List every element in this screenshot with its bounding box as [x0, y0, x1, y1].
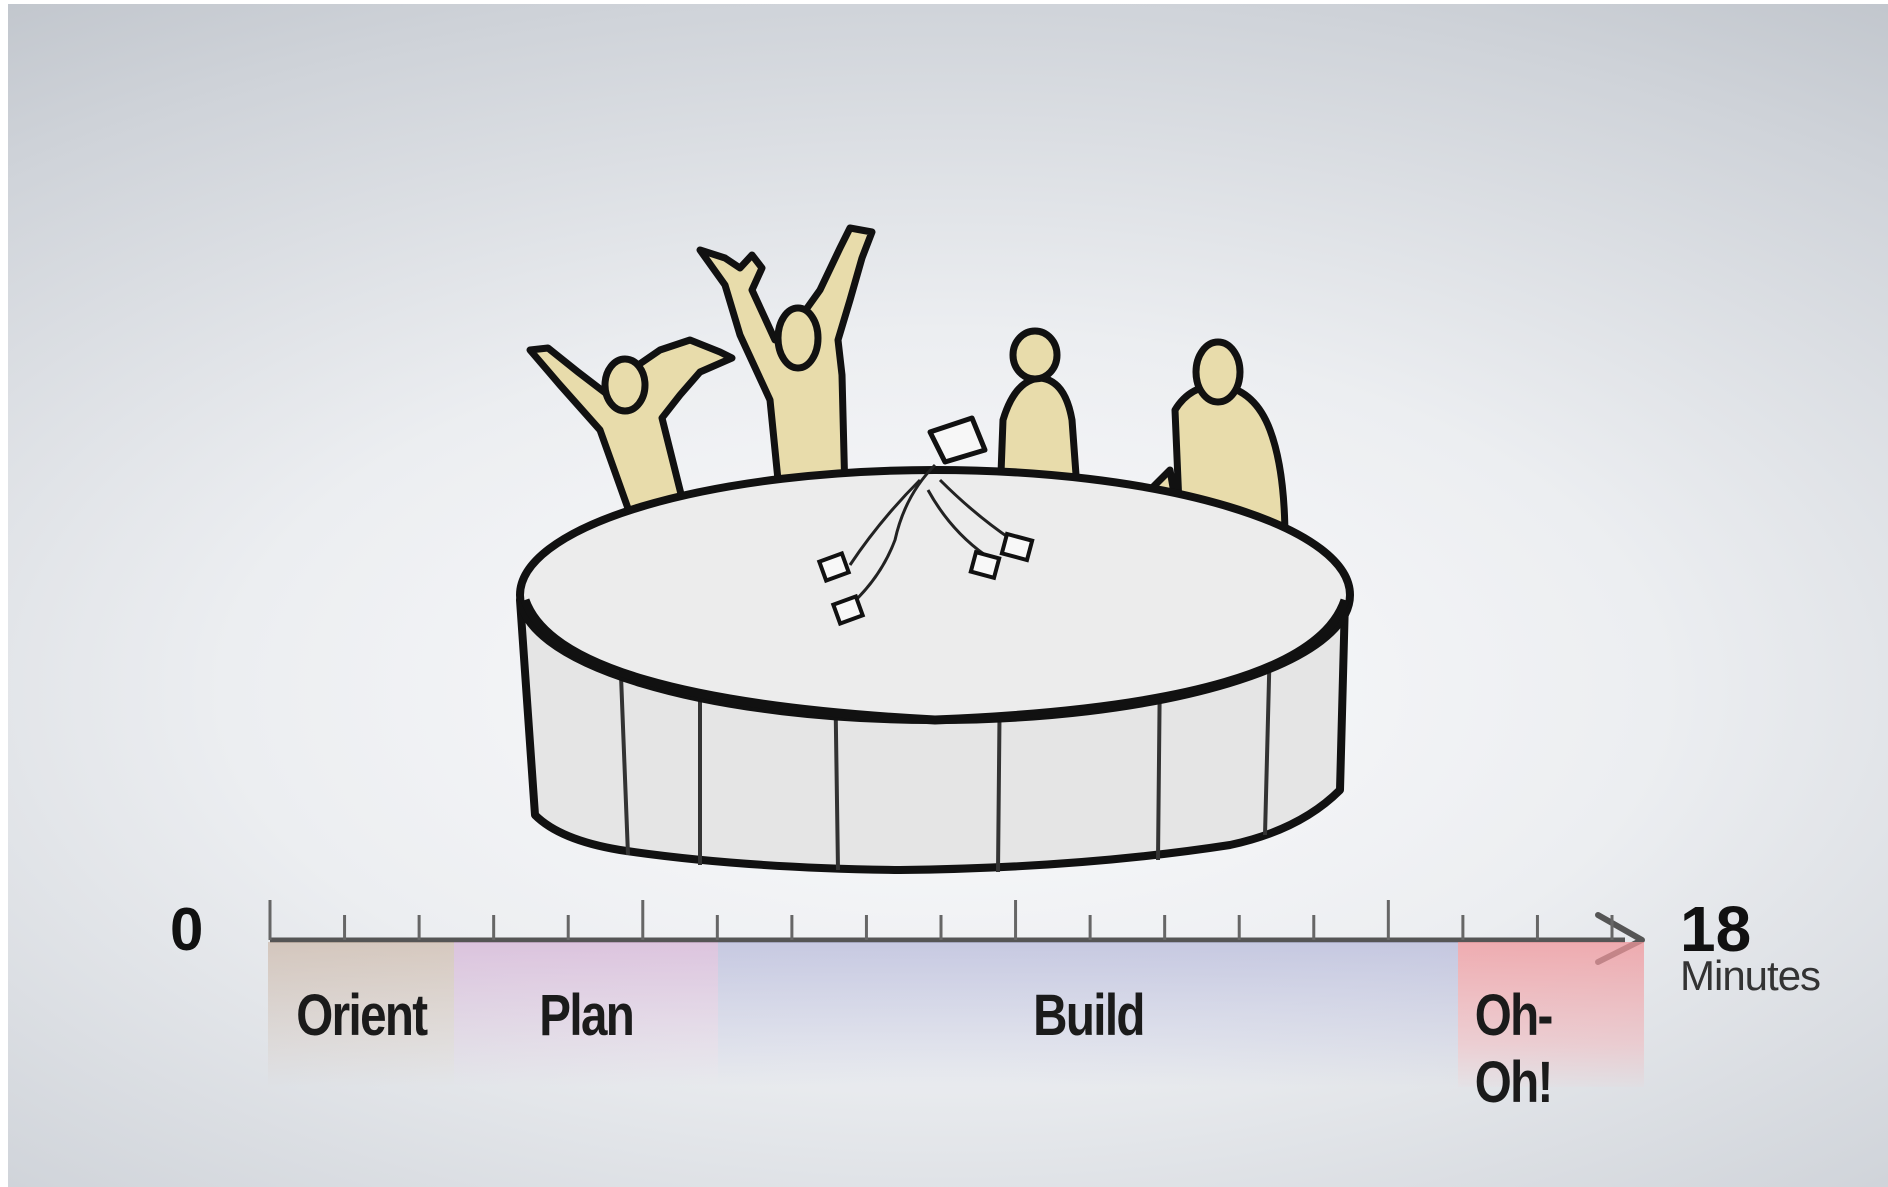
timeline-start-label: 0 [170, 896, 204, 963]
cup-and-cards-icon [816, 415, 1035, 627]
timeline-end-label: 18 [1680, 893, 1752, 965]
phase-build: Build [718, 942, 1458, 1087]
phase-oh-oh-label: Oh-Oh! [1474, 983, 1554, 1115]
person-cheering-left [526, 336, 736, 532]
timeline-ticks [268, 900, 1614, 940]
phase-orient-label: Orient [295, 983, 428, 1048]
round-table [516, 466, 1354, 874]
person-pointing [1071, 338, 1289, 544]
frame-border-left [0, 0, 8, 1187]
phase-build-label: Build [1032, 983, 1145, 1048]
phase-orient: Orient [268, 942, 454, 1087]
phase-plan-label: Plan [539, 983, 635, 1048]
timeline-axis [268, 900, 1645, 965]
frame-border-top [0, 0, 1888, 4]
person-cheering-center [696, 224, 876, 504]
phase-plan: Plan [454, 942, 718, 1087]
phase-oh-oh: Oh-Oh! [1458, 942, 1644, 1115]
timeline-unit-label: Minutes [1680, 952, 1821, 999]
